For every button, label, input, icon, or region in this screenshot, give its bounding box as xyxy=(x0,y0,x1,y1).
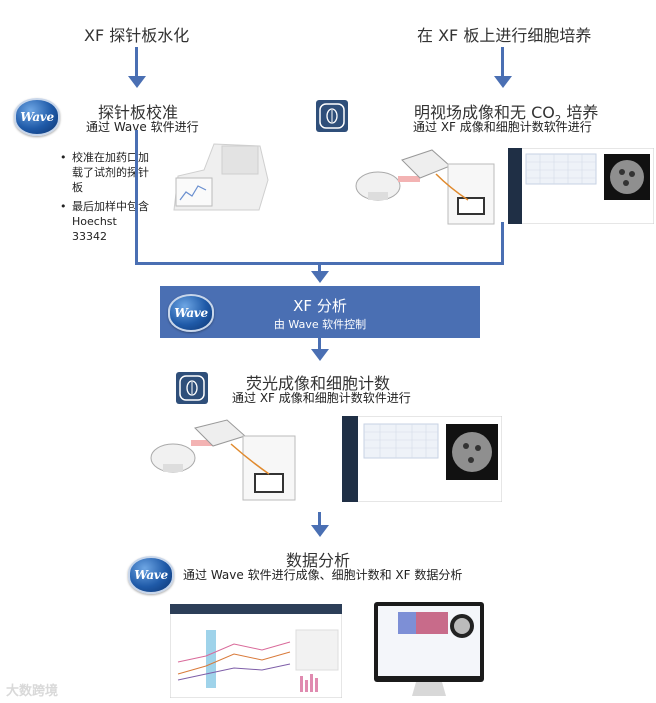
arrow-to-analysis xyxy=(318,262,321,272)
brightfield-title-end: 培养 xyxy=(561,103,599,122)
bullet-item: 最后加样中包含 Hoechst 33342 xyxy=(60,199,152,244)
analysis-subtitle: 由 Wave 软件控制 xyxy=(273,318,367,331)
arrow-to-fluorescence-head xyxy=(311,349,329,361)
software-screenshot-image xyxy=(508,148,654,224)
monitor-image xyxy=(374,602,484,696)
bullet-item: 校准在加药口加载了试剂的探针板 xyxy=(60,150,152,195)
imager-illustration-image xyxy=(150,419,296,501)
wave-logo-icon: Wave xyxy=(168,294,214,332)
arrow-hydrate xyxy=(135,47,138,77)
analyzer-instrument-image xyxy=(173,143,269,211)
arrow-hydrate-head xyxy=(128,76,146,88)
co2-subscript: 2 xyxy=(554,114,562,126)
fluorescence-title: 荧光成像和细胞计数 xyxy=(246,374,391,393)
calibrate-bullets: 校准在加药口加载了试剂的探针板 最后加样中包含 Hoechst 33342 xyxy=(60,150,152,248)
imaging-icon xyxy=(176,372,208,404)
wave-software-screenshot-image xyxy=(170,604,342,698)
hydrate-title: XF 探针板水化 xyxy=(84,26,190,45)
data-title: 数据分析 xyxy=(286,551,351,570)
analysis-banner: Wave XF 分析 由 Wave 软件控制 xyxy=(160,286,480,338)
analysis-title: XF 分析 xyxy=(293,297,347,315)
wave-logo-icon: Wave xyxy=(128,556,174,594)
wave-logo-icon: Wave xyxy=(14,98,60,136)
arrow-to-data-head xyxy=(311,525,329,537)
arrow-culture-head xyxy=(494,76,512,88)
data-subtitle: 通过 Wave 软件进行成像、细胞计数和 XF 数据分析 xyxy=(183,568,463,582)
imaging-icon xyxy=(316,100,348,132)
arrow-to-analysis-head xyxy=(311,271,329,283)
arrow-culture xyxy=(501,47,504,77)
software-screenshot-image xyxy=(342,416,502,502)
calibrate-title: 探针板校准 xyxy=(98,103,179,122)
merge-left-line xyxy=(135,130,138,264)
imager-illustration-image xyxy=(355,149,495,225)
culture-title: 在 XF 板上进行细胞培养 xyxy=(417,26,592,45)
calibrate-subtitle: 通过 Wave 软件进行 xyxy=(86,120,199,134)
arrow-to-fluorescence xyxy=(318,338,321,350)
fluorescence-subtitle: 通过 XF 成像和细胞计数软件进行 xyxy=(232,391,411,405)
merge-right-line xyxy=(501,222,504,264)
arrow-to-data xyxy=(318,512,321,526)
brightfield-subtitle: 通过 XF 成像和细胞计数软件进行 xyxy=(413,120,592,134)
brightfield-title: 明视场成像和无 CO2 培养 xyxy=(414,99,598,125)
brightfield-title-text: 明视场成像和无 CO xyxy=(414,103,555,122)
watermark: 大数跨境 xyxy=(6,684,59,699)
